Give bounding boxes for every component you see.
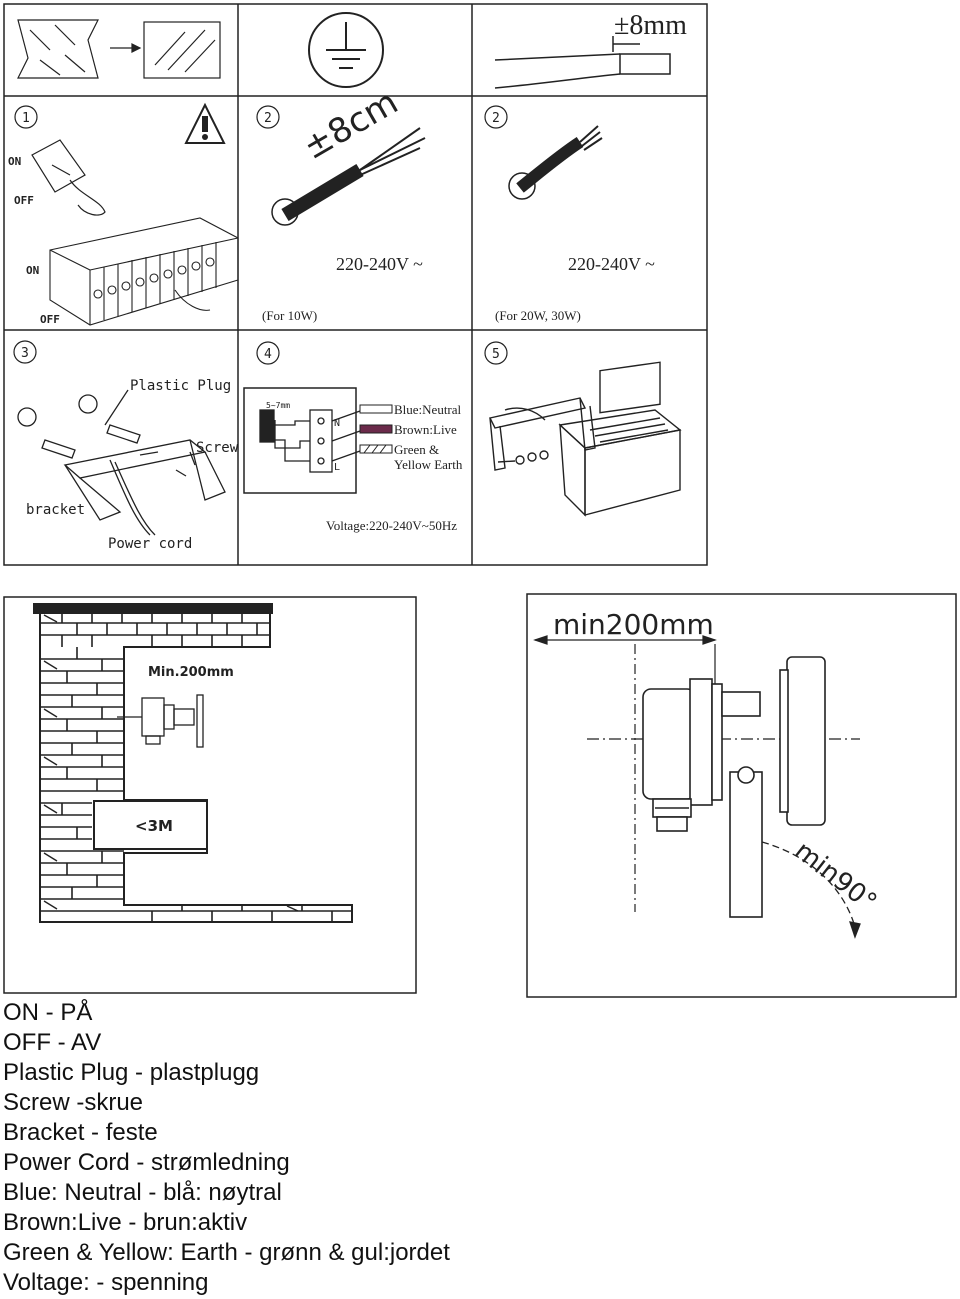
brown-live-label: Brown:Live — [394, 422, 457, 437]
wall-installation-diagram: Min.200mm <3M — [3, 596, 417, 994]
legend-line-brown: Brown:Live - brun:aktiv — [3, 1209, 248, 1236]
step1-panel: 1 ON OFF ON OFF — [8, 102, 239, 326]
live-terminal-l: L — [334, 462, 340, 473]
max-height-label: <3M — [135, 817, 173, 835]
earth-wire-swatch — [359, 444, 393, 454]
green-yellow-label: Green & — [394, 442, 439, 457]
terminal-box — [243, 387, 357, 494]
breaker-panel-icon — [49, 217, 239, 326]
screw-label: Screw — [196, 440, 239, 456]
note-20w: (For 20W, 30W) — [495, 308, 581, 323]
min-distance-label: Min.200mm — [148, 665, 234, 680]
glass-replace-icon — [17, 19, 221, 79]
translation-legend: ON - PÅ OFF - AV Plastic Plug - plastplu… — [3, 998, 450, 1298]
brown-wire-swatch — [359, 424, 393, 434]
plastic-plug-label: Plastic Plug — [130, 378, 231, 394]
legend-line-power-cord: Power Cord - strømledning — [3, 1149, 290, 1176]
legend-line-bracket: Bracket - feste — [3, 1119, 158, 1146]
off-label-2: OFF — [40, 313, 60, 326]
step4-panel: 4 5~7mm N L Blue:Neutral Brown:Live Gree… — [243, 341, 463, 533]
voltage-label-10w: 220-240V ~ — [336, 254, 423, 274]
step2a-panel: 2 ±8cm 220-240V ~ (For 10W) — [256, 82, 426, 323]
yellow-earth-label: Yellow Earth — [394, 457, 463, 472]
earth-ground-icon — [308, 12, 384, 88]
blue-neutral-label: Blue:Neutral — [394, 402, 462, 417]
neutral-terminal-n: N — [334, 418, 340, 429]
step5-panel: 5 — [484, 341, 682, 517]
note-10w: (For 10W) — [262, 308, 317, 323]
off-label: OFF — [14, 194, 34, 207]
step1-number: 1 — [22, 111, 30, 126]
min-clearance-label: min200mm — [553, 608, 714, 641]
step3-panel: 3 Plastic Plug Screw bracket Power cord — [13, 340, 239, 552]
step2b-number: 2 — [492, 111, 500, 126]
step4-number: 4 — [264, 347, 272, 362]
min-angle-label: min90° — [789, 836, 882, 918]
switch-hand-icon — [31, 139, 106, 216]
step5-number: 5 — [492, 347, 500, 362]
legend-line-screw: Screw -skrue — [3, 1089, 144, 1116]
tolerance-label: ±8mm — [614, 10, 687, 41]
legend-line-voltage: Voltage: - spenning — [3, 1269, 209, 1296]
instruction-grid: ±8mm 1 ON OFF — [3, 3, 708, 566]
height-label-box — [93, 800, 208, 850]
on-label-2: ON — [26, 264, 39, 277]
angle-clearance-diagram: min200mm min90° — [526, 593, 957, 998]
angle-arc — [761, 841, 861, 939]
step2a-number: 2 — [264, 111, 272, 126]
legend-line-plastic-plug: Plastic Plug - plastplugg — [3, 1059, 260, 1086]
strip-length-5-7mm: 5~7mm — [266, 401, 290, 410]
step3-number: 3 — [21, 346, 29, 361]
brick-wall — [33, 603, 353, 923]
warning-icon — [184, 102, 226, 144]
bracket-icon — [17, 389, 226, 536]
floodlight-side-icon — [642, 656, 826, 918]
power-cord-label: Power cord — [108, 536, 192, 552]
cable-strip-icon — [494, 36, 671, 89]
mounted-floodlight-icon — [117, 694, 204, 748]
legend-line-blue: Blue: Neutral - blå: nøytral — [3, 1179, 282, 1206]
voltage-label-20w: 220-240V ~ — [568, 254, 655, 274]
legend-line-on: ON - PÅ — [3, 999, 93, 1026]
legend-line-green-yellow: Green & Yellow: Earth - grønn & gul:jord… — [3, 1239, 450, 1266]
blue-wire-swatch — [359, 404, 393, 414]
cable-icon-2 — [508, 125, 603, 200]
voltage-rating-label: Voltage:220-240V~50Hz — [326, 518, 457, 533]
step2b-panel: 2 220-240V ~ (For 20W, 30W) — [484, 105, 655, 323]
legend-line-off: OFF - AV — [3, 1029, 102, 1056]
on-label: ON — [8, 155, 21, 168]
bracket-label: bracket — [26, 502, 85, 518]
cable-icon — [271, 127, 426, 226]
terminal-block-icon — [259, 409, 361, 473]
floodlight-assembly-icon — [488, 361, 682, 517]
